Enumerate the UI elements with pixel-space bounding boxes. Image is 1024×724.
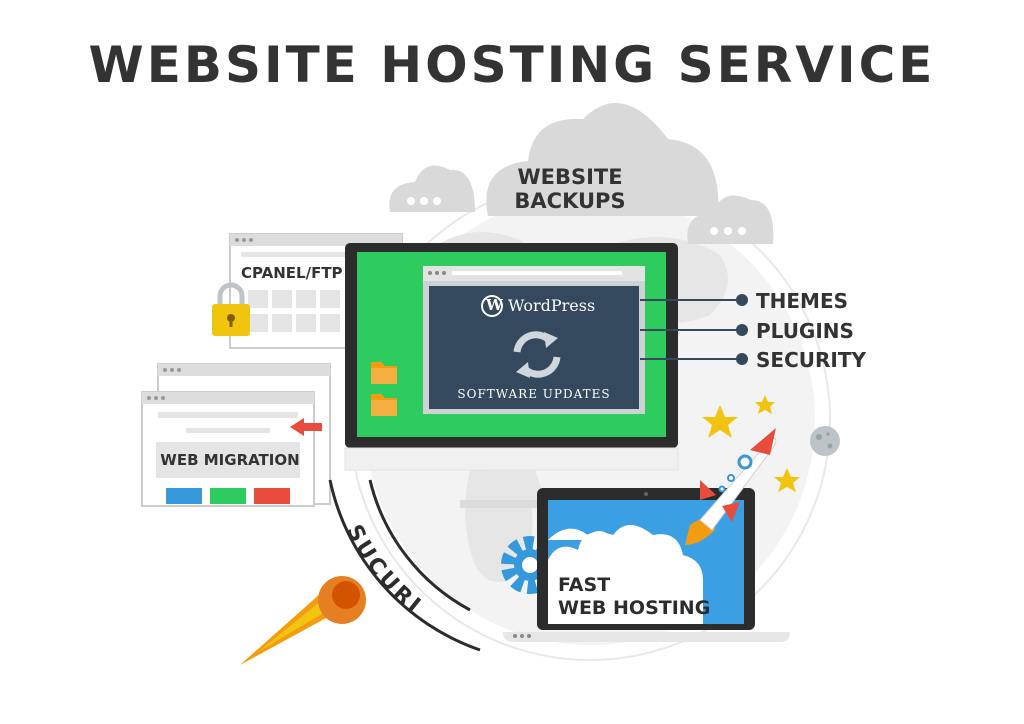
feature-plugins: PLUGINS (756, 319, 854, 343)
feature-connectors (640, 299, 742, 360)
padlock-icon (212, 282, 250, 336)
software-updates-label: SOFTWARE UPDATES (457, 387, 611, 401)
feature-bullets (736, 294, 748, 365)
backup-cloud (486, 103, 719, 216)
refresh-arrowhead (544, 332, 558, 348)
folder-icon (371, 362, 397, 384)
meteor-icon (240, 576, 366, 665)
feature-themes: THEMES (756, 289, 849, 313)
folder-icon (371, 394, 397, 416)
star-icon (755, 395, 775, 414)
rocket-icon (685, 428, 777, 545)
feature-security: SECURITY (756, 348, 866, 372)
desktop-monitor (344, 243, 679, 508)
web-migration-label: WEB MIGRATION (160, 451, 300, 469)
small-cloud-right (687, 195, 774, 244)
migration-window-front (141, 391, 315, 507)
star-icon (702, 405, 738, 438)
wordpress-logo-icon (481, 295, 503, 317)
website-backups-label: WEBSITE BACKUPS (514, 165, 626, 213)
wordpress-logo-letter: W (486, 296, 503, 314)
fast-web-hosting-label: FAST WEB HOSTING (558, 574, 711, 619)
migration-arrow-icon (290, 418, 322, 436)
wordpress-brand-label: WordPress (508, 296, 596, 315)
refresh-arrowhead (516, 362, 530, 378)
cpanel-ftp-label: CPANEL/FTP (241, 264, 343, 282)
moon-icon (810, 426, 840, 456)
sucuri-arc (328, 479, 481, 652)
star-icon (774, 468, 800, 492)
small-cloud-left (389, 165, 475, 212)
page-title: WEBSITE HOSTING SERVICE (88, 36, 936, 94)
